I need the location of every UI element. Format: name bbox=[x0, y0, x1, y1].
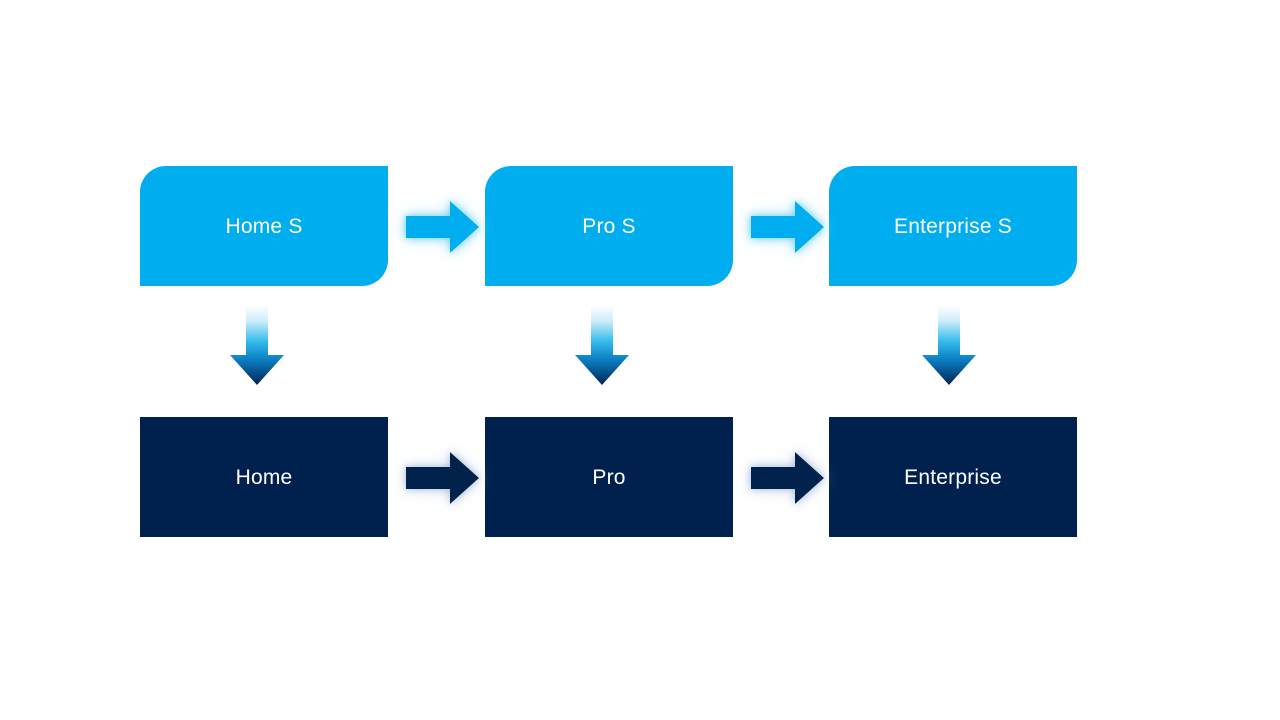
node-label: Enterprise bbox=[904, 465, 1002, 489]
node-label: Home bbox=[235, 465, 293, 489]
node-enterprise[interactable]: Enterprise bbox=[829, 417, 1077, 537]
arrow-right-icon bbox=[406, 452, 479, 504]
arrow-right-home-s-to-pro-s bbox=[404, 198, 482, 256]
arrow-right-pro-s-to-enterprise-s bbox=[749, 198, 827, 256]
node-home[interactable]: Home bbox=[140, 417, 388, 537]
arrow-down-pro-s-to-pro bbox=[573, 305, 631, 387]
node-label: Pro bbox=[592, 465, 626, 489]
arrow-right-icon bbox=[406, 201, 479, 253]
arrow-down-icon bbox=[922, 305, 976, 385]
arrow-down-icon bbox=[230, 305, 284, 385]
arrow-right-icon bbox=[751, 201, 824, 253]
arrow-right-home-to-pro bbox=[404, 449, 482, 507]
node-label: Pro S bbox=[582, 214, 636, 238]
arrow-right-icon bbox=[751, 452, 824, 504]
node-pro[interactable]: Pro bbox=[485, 417, 733, 537]
node-label: Enterprise S bbox=[894, 214, 1012, 238]
node-enterprise-s[interactable]: Enterprise S bbox=[829, 166, 1077, 286]
arrow-down-enterprise-s-to-enterprise bbox=[920, 305, 978, 387]
arrow-down-icon bbox=[575, 305, 629, 385]
node-label: Home S bbox=[225, 214, 303, 238]
arrow-down-home-s-to-home bbox=[228, 305, 286, 387]
node-home-s[interactable]: Home S bbox=[140, 166, 388, 286]
arrow-right-pro-to-enterprise bbox=[749, 449, 827, 507]
node-pro-s[interactable]: Pro S bbox=[485, 166, 733, 286]
